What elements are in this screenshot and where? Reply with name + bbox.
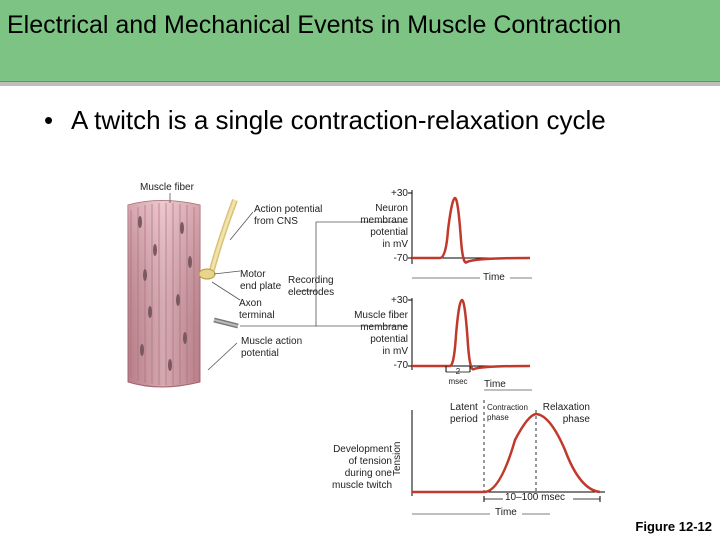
duration-label: 10–100 msec <box>505 492 566 503</box>
neuron-ytick-top: +30 <box>391 188 408 199</box>
latent-period-label: Latent period <box>450 402 478 425</box>
tension-graph <box>411 400 605 515</box>
muscle-membrane-graph <box>408 298 532 391</box>
bullet-text: A twitch is a single contraction-relaxat… <box>71 105 606 135</box>
contraction-phase-label: Contraction phase <box>487 403 528 422</box>
neuron-xlabel: Time <box>483 272 505 283</box>
muscle-ytick-top: +30 <box>391 295 408 306</box>
relaxation-phase-label: Relaxation phase <box>542 402 590 425</box>
tension-ylabel: Tension <box>392 441 403 476</box>
neuron-graph <box>408 190 532 279</box>
muscle-ylabel: Muscle fiber membrane potential in mV <box>354 310 408 357</box>
bullet-marker: • <box>44 105 54 135</box>
figure-label: Figure 12-12 <box>635 519 712 534</box>
leader-lines <box>169 193 408 371</box>
muscle-fiber <box>127 198 239 388</box>
recording-electrodes-label: Recording electrodes <box>288 275 335 298</box>
title-bar: Electrical and Mechanical Events in Musc… <box>0 0 720 82</box>
tension-development-label: Development of tension during one muscle… <box>331 444 392 491</box>
muscle-fiber-label: Muscle fiber <box>140 182 194 193</box>
neuron-ylabel: Neuron membrane potential in mV <box>360 203 408 250</box>
tension-xlabel: Time <box>495 507 517 518</box>
muscle-action-potential-label: Muscle action potential <box>241 336 303 359</box>
slide-title: Electrical and Mechanical Events in Musc… <box>7 11 622 39</box>
title-divider <box>0 82 720 86</box>
scale-bar-label: 2 msec <box>448 367 468 386</box>
muscle-xlabel: Time <box>484 379 506 390</box>
muscle-ytick-bottom: -70 <box>393 360 408 371</box>
motor-end-plate-label: Motor end plate <box>240 269 282 292</box>
neuron-ytick-bottom: -70 <box>393 253 408 264</box>
action-potential-label: Action potential from CNS <box>254 204 323 227</box>
axon-terminal-label: Axon terminal <box>239 298 275 321</box>
